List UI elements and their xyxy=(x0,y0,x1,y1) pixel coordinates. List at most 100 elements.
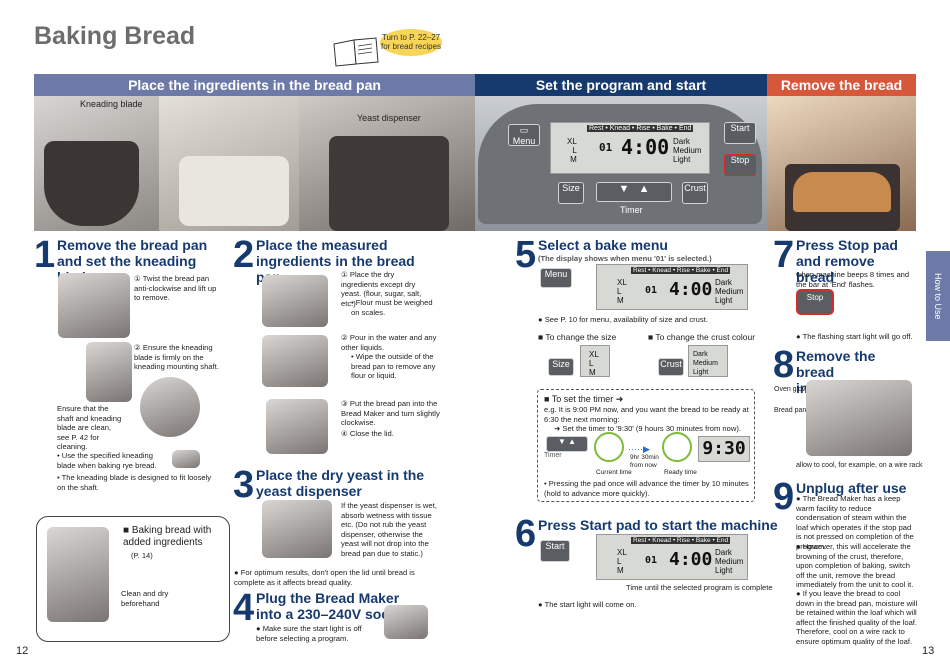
step-6-start-button[interactable]: Start xyxy=(540,540,570,562)
step-6-bullet-1: ● The start light will come on. xyxy=(538,600,637,609)
start-label: Start xyxy=(730,123,750,133)
change-size-label: ■ To change the size xyxy=(538,332,617,342)
additions-box: ■ Baking bread with added ingredients (P… xyxy=(36,516,230,642)
book-icon: ▭ xyxy=(519,125,529,135)
step-6-stage-bar: Rest • Knead • Rise • Bake • End xyxy=(631,537,731,544)
label-yeast-dispenser: Yeast dispenser xyxy=(357,113,421,123)
ready-time-label: Ready time xyxy=(664,469,697,476)
step-1-number: 1 xyxy=(34,234,56,276)
step-5-menu-no: 01 xyxy=(645,285,658,296)
timer-arrow-buttons[interactable]: ▼ ▲ xyxy=(546,436,588,452)
label-oven-glove: Oven glove xyxy=(774,386,810,393)
menu-label: Menu xyxy=(512,136,536,146)
step-9-bullet-2: ● However, this will accelerate the brow… xyxy=(796,542,914,589)
menu-number: 01 xyxy=(599,141,613,154)
step-5-size-label: Size xyxy=(552,359,570,369)
step-3-bullet-1: ● For optimum results, don't open the li… xyxy=(234,568,415,587)
timer-note: • Pressing the pad once will advance the… xyxy=(544,479,749,498)
rye-blade-icon xyxy=(172,450,200,468)
step-5-menu-button[interactable]: Menu xyxy=(540,268,572,288)
step-2-illustration-a xyxy=(262,275,328,327)
step-7-bullet-1: ● The flashing start light will go off. xyxy=(796,332,913,341)
step-6-time: 4:00 xyxy=(669,549,713,570)
page-number-right: 13 xyxy=(922,645,935,657)
step-5-time: 4:00 xyxy=(669,279,713,300)
step-1-item-1: ① Twist the bread pan anti-clockwise and… xyxy=(134,274,217,302)
band-program: Set the program and start xyxy=(475,74,767,96)
step-5-bullet-1: ● See P. 10 for menu, availability of si… xyxy=(538,315,708,324)
photo-bread-pan xyxy=(34,96,159,231)
timer-display: 9:30 xyxy=(698,436,750,462)
step-8-illustration xyxy=(806,380,912,456)
start-button[interactable]: Start xyxy=(724,122,756,144)
step-5-subtitle: (The display shows when menu '01' is sel… xyxy=(538,254,712,263)
current-time-label: Current time xyxy=(596,469,632,476)
step-5-stage-bar: Rest • Knead • Rise • Bake • End xyxy=(631,267,731,274)
stop-label: Stop xyxy=(730,155,750,165)
step-6-number: 6 xyxy=(515,513,537,555)
time-readout: 4:00 xyxy=(621,135,670,159)
band-remove: Remove the bread xyxy=(767,74,916,96)
arrow-icon: ·····▶ xyxy=(628,444,650,454)
step-5-title: Select a bake menu xyxy=(538,237,668,253)
size-label: Size xyxy=(562,183,580,193)
step-7-title: Press Stop pad and remove bread xyxy=(796,237,898,285)
current-time-clock xyxy=(594,432,624,462)
stop-button[interactable]: Stop xyxy=(724,154,756,176)
step-5-crust-label: Crust xyxy=(660,359,682,369)
step-3-illustration xyxy=(262,500,332,558)
menu-button[interactable]: ▭Menu xyxy=(508,124,540,146)
label-kneading-blade: Kneading blade xyxy=(80,99,143,109)
step-3-title: Place the dry yeast in the yeast dispens… xyxy=(256,467,425,499)
step-2-item-4: • Wipe the outside of the bread pan to r… xyxy=(351,352,436,380)
step-2-number: 2 xyxy=(233,234,255,276)
step-7-stop-label: Stop xyxy=(806,293,824,302)
timer-title: ■ To set the timer ➜ xyxy=(544,394,624,404)
change-crust-label: ■ To change the crust colour xyxy=(648,332,756,342)
step-5-size-button[interactable]: Size xyxy=(548,358,574,376)
step-5-number: 5 xyxy=(515,234,537,276)
step-6-menu-no: 01 xyxy=(645,555,658,566)
step-3-item-1: If the yeast dispenser is wet, absorb we… xyxy=(341,501,437,558)
step-1-bullet-1: • Use the specified kneading blade when … xyxy=(57,451,157,470)
step-6-start-label: Start xyxy=(545,541,565,551)
crust-label: Crust xyxy=(684,183,706,193)
photo-yeast-dispenser xyxy=(299,96,475,231)
step-7-text: when machine beeps 8 times and the bar a… xyxy=(796,270,910,289)
ready-time-clock xyxy=(662,432,692,462)
timer-box: ■ To set the timer ➜ e.g. It is 9:00 PM … xyxy=(537,389,755,502)
step-1-bullet-2: • The kneading blade is designed to fit … xyxy=(57,473,212,492)
section-tab: How to Use xyxy=(926,251,950,341)
step-4-number: 4 xyxy=(233,587,255,629)
step-2-illustration-b xyxy=(262,335,328,387)
step-3-number: 3 xyxy=(233,464,255,506)
step-8-number: 8 xyxy=(773,344,795,386)
page-number-left: 12 xyxy=(16,645,29,657)
step-1-note: Ensure that the shaft and kneading blade… xyxy=(57,404,122,451)
step-2-item-2: • Flour must be weighed on scales. xyxy=(351,298,433,317)
step-9-title: Unplug after use xyxy=(796,480,907,496)
stage-bar: Rest • Knead • Rise • Bake • End xyxy=(587,125,694,132)
from-now-label: 9hr 30min from now xyxy=(630,454,659,469)
photo-pour-flour xyxy=(159,96,299,231)
timer-label: Timer xyxy=(620,205,643,215)
control-panel: ▭Menu Rest • Knead • Rise • Bake • End X… xyxy=(478,104,762,224)
step-7-stop-button[interactable]: Stop xyxy=(796,289,834,315)
page-title: Baking Bread xyxy=(34,22,196,50)
size-button[interactable]: Size xyxy=(558,182,584,204)
additions-title: ■ Baking bread with added ingredients xyxy=(123,525,212,548)
additions-ref: (P. 14) xyxy=(131,551,153,560)
timer-set: ➜ Set the timer to '9:30' (9 hours 30 mi… xyxy=(554,424,741,433)
step-5-crust-button[interactable]: Crust xyxy=(658,358,684,376)
label-bread-pan: Bread pan xyxy=(774,407,807,414)
timer-example: e.g. It is 9:00 PM now, and you want the… xyxy=(544,405,749,424)
step-2-illustration-c xyxy=(266,399,328,454)
step-1-illustration-c xyxy=(140,377,200,437)
timer-arrows[interactable]: ▼ ▲ xyxy=(596,182,672,202)
crust-button[interactable]: Crust xyxy=(682,182,708,204)
